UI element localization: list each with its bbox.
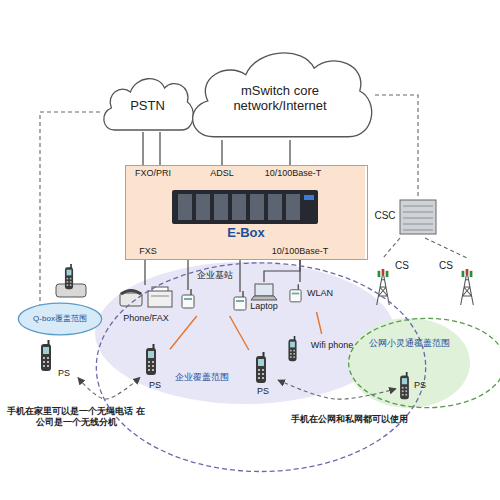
connector [78, 377, 140, 399]
coverage-area: 企业覆盖范围 Phone/FAX 企业基站 Laptop WLAN Wifi phoneP… [95, 262, 427, 472]
node-label: 企业覆盖范围 [172, 372, 232, 382]
laptop: Laptop [246, 282, 284, 313]
node-label: mSwitch core network/Internet [205, 84, 355, 114]
connector [142, 132, 143, 165]
node-label: PS [145, 380, 165, 390]
connector [187, 260, 188, 268]
note-text: 手机在公网和私网都可以使用 [282, 414, 416, 425]
base-station: CS [372, 258, 414, 308]
access-point: WLAN [288, 282, 338, 312]
connector [299, 260, 300, 282]
port-label: FXO/PRI [128, 168, 178, 179]
connector [289, 140, 290, 165]
connector [383, 238, 400, 258]
connector [40, 112, 100, 305]
port-label: FXS [128, 246, 168, 257]
node-label: WLAN [304, 288, 336, 298]
area-outline [95, 262, 427, 472]
connector [317, 312, 322, 334]
node-label: Wifi phone [300, 340, 364, 350]
connector [170, 316, 197, 349]
connector [221, 140, 222, 165]
node-label: Laptop [246, 301, 282, 311]
node-label: 企业基站 [180, 270, 250, 280]
base-station: CS [435, 258, 480, 308]
node-label: PS [54, 368, 74, 378]
coverage-area: Q-box覆盖范围 [18, 303, 102, 335]
connector [230, 316, 249, 350]
port-label: 10/100Base-T [265, 246, 335, 257]
handset: PS [396, 370, 430, 402]
node-label: PS [411, 380, 429, 390]
base-station-group: 企业基站 [180, 268, 252, 316]
node-label: Phone/FAX [115, 313, 177, 323]
port-label: 10/100Base-T [258, 168, 328, 179]
network-cloud: mSwitch core network/Internet [185, 42, 375, 140]
coverage-area: 公网小灵通覆盖范围 PS [348, 318, 500, 408]
node-label: E-Box [126, 226, 366, 241]
connector [278, 380, 396, 399]
connector [375, 95, 418, 198]
connector [425, 238, 467, 258]
node-label: PSTN [104, 99, 191, 114]
note-text: 手机在家里可以是一个无绳电话 在公司是一个无线分机 [6, 406, 146, 429]
node-label: PS [253, 386, 273, 396]
connector [144, 260, 145, 285]
area-outline [348, 318, 500, 408]
connector [159, 132, 160, 165]
handset: PS [36, 338, 78, 384]
phone-fax: Phone/FAX [115, 285, 179, 325]
node-label: CSC [372, 210, 398, 222]
node-label: 公网小灵通覆盖范围 [362, 338, 456, 348]
node-label: CS [392, 260, 412, 272]
node-label: Q-box覆盖范围 [22, 314, 98, 323]
port-label: ADSL [200, 168, 244, 179]
gateway-box: E-Box [125, 165, 368, 260]
handset: PS [248, 350, 278, 400]
handset: PS [140, 342, 170, 394]
network-cloud: PSTN [100, 72, 195, 132]
node-label: CS [435, 260, 457, 272]
csc-device: CSC [372, 198, 440, 238]
